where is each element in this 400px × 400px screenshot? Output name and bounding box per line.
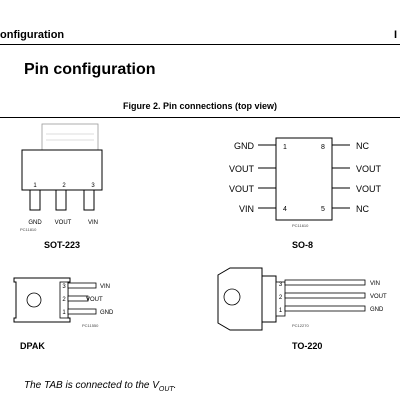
dpak-ref: PC11550 <box>82 323 99 328</box>
so8-name: SO-8 <box>292 240 314 250</box>
tab-note-end: . <box>173 380 177 391</box>
so8-right-label-2: VOUT <box>356 164 382 174</box>
to220-name: TO-220 <box>292 341 323 351</box>
to220-pin2-num: 2 <box>279 295 283 301</box>
tab-note-text: The TAB is connected to the V <box>24 380 159 391</box>
section-title: Pin configuration <box>24 61 156 78</box>
running-header-left: onfiguration <box>0 29 65 41</box>
to220-pin2-label: VOUT <box>370 294 387 300</box>
header-rule <box>0 44 400 45</box>
sot223-pin2-label: VOUT <box>55 220 72 226</box>
dpak-pin1-label: GND <box>100 310 114 316</box>
so8-left-label-3: VOUT <box>229 184 255 194</box>
so8-ref: PC11610 <box>292 223 309 228</box>
to220-package: 3 2 1 VIN VOUT GND PC12270 <box>217 267 387 331</box>
to220-ref: PC12270 <box>292 323 309 328</box>
figure-caption: Figure 2. Pin connections (top view) <box>122 101 277 111</box>
so8-left-label-2: VOUT <box>229 164 255 174</box>
to220-pin1-label: GND <box>370 307 384 313</box>
so8-right-label-3: VOUT <box>356 184 382 194</box>
dpak-name: DPAK <box>20 341 45 351</box>
to220-pin3-label: VIN <box>370 281 380 287</box>
so8-left-label-1: GND <box>234 141 255 151</box>
tab-note-sub: OUT <box>158 386 174 393</box>
sot223-ref: PC11810 <box>20 227 37 232</box>
sot223-pin3-num: 3 <box>91 183 95 189</box>
sot223-pin2-num: 2 <box>62 183 66 189</box>
to220-pin3-num: 3 <box>279 282 283 288</box>
so8-package: 1 4 8 5 GND VOUT VOUT VIN NC VOUT VOUT N… <box>229 137 382 228</box>
sot223-pin1-num: 1 <box>33 183 37 189</box>
to220-pin1-num: 1 <box>279 308 283 314</box>
so8-pin4-num: 4 <box>283 206 287 213</box>
so8-right-label-1: NC <box>356 141 369 151</box>
sot223-pin1-label: GND <box>28 220 42 226</box>
dpak-pin1-num: 1 <box>62 310 66 316</box>
so8-left-label-4: VIN <box>239 204 254 214</box>
dpak-pin2-label: VOUT <box>86 297 103 303</box>
so8-pin5-num: 5 <box>321 206 325 213</box>
so8-pin1-num: 1 <box>283 144 287 151</box>
sot223-pin3-label: VIN <box>88 220 98 226</box>
dpak-pin3-label: VIN <box>100 284 110 290</box>
so8-pin8-num: 8 <box>321 144 325 151</box>
dpak-package: 3 2 1 VIN VOUT GND PC11550 <box>13 277 114 328</box>
tab-note: The TAB is connected to the VOUT. <box>24 380 176 393</box>
sot223-package: 1 2 3 GND VOUT VIN PC11810 <box>20 123 103 232</box>
dpak-pin2-num: 2 <box>62 297 66 303</box>
sot223-name: SOT-223 <box>44 240 81 250</box>
figure-top-rule <box>0 117 400 118</box>
dpak-pin3-num: 3 <box>62 284 66 290</box>
so8-right-label-4: NC <box>356 204 369 214</box>
running-header-right: I <box>393 29 397 41</box>
